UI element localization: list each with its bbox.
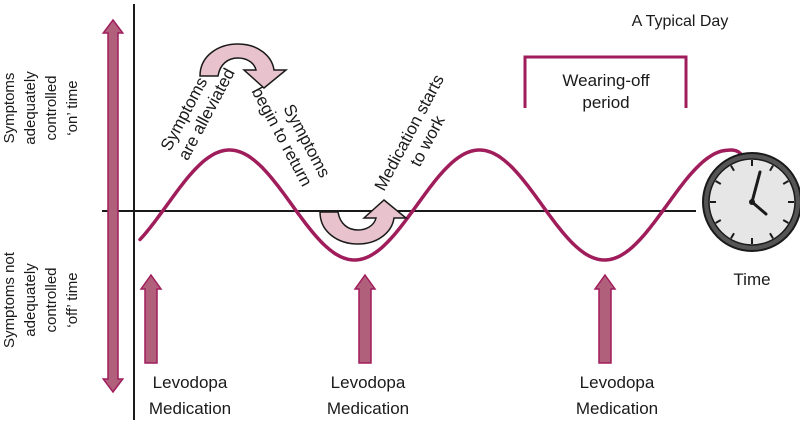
dose-arrow-2	[353, 273, 377, 364]
on-label-line-2: adequately	[22, 71, 39, 145]
dose-arrow-1	[139, 273, 163, 364]
clock-tick	[715, 180, 722, 185]
wearing-off-line-1: Wearing-off	[562, 71, 650, 90]
curved-arrow-icon	[199, 43, 289, 89]
off-label-line-3: controlled	[43, 267, 60, 332]
return-annotation: Symptoms begin to return	[248, 84, 334, 190]
dose-1-line-1: Levodopa	[153, 373, 228, 392]
clock-tick	[769, 165, 774, 172]
on-label-line-1: Symptoms	[1, 73, 18, 144]
on-label-line-3: controlled	[43, 75, 60, 140]
on-time-label: Symptoms adequately controlled ‘on’ time	[1, 71, 81, 145]
dose-2-line-2: Medication	[327, 399, 409, 418]
off-label-line-2: adequately	[22, 263, 39, 337]
on-label-line-4: ‘on’ time	[64, 80, 81, 135]
dose-arrow-3	[593, 273, 617, 364]
off-label-line-4: ‘off’ time	[64, 272, 81, 327]
diagram-title: A Typical Day	[632, 13, 729, 30]
off-time-label: Symptoms not adequately controlled ‘off’…	[1, 251, 81, 348]
clock-tick	[769, 232, 774, 239]
starts-annotation: Medication starts to work	[371, 71, 449, 193]
wearing-off-bracket	[523, 55, 688, 108]
dose-2-line-1: Levodopa	[331, 373, 406, 392]
time-label: Time	[733, 270, 770, 289]
on-off-double-arrow	[101, 18, 125, 394]
clock-tick	[730, 232, 735, 239]
dose-3-line-1: Levodopa	[580, 373, 655, 392]
clock-icon	[702, 152, 800, 252]
off-label-line-1: Symptoms not	[1, 251, 18, 348]
wearing-off-line-2: period	[582, 93, 629, 112]
alleviated-annotation: Symptoms are alleviated	[157, 65, 239, 163]
symptom-level-curve	[138, 148, 744, 262]
clock-tick	[730, 165, 735, 172]
clock-tick	[782, 219, 789, 224]
dose-3-line-2: Medication	[576, 399, 658, 418]
curved-arrow-icon	[319, 199, 409, 245]
clock-tick	[782, 180, 789, 185]
clock-tick	[715, 219, 722, 224]
dose-1-line-2: Medication	[149, 399, 231, 418]
dose-arrows	[139, 273, 617, 364]
